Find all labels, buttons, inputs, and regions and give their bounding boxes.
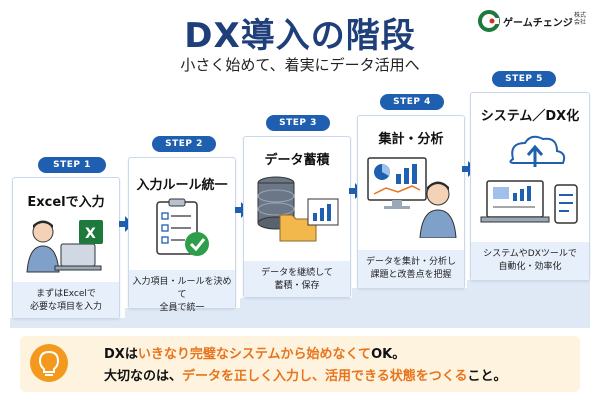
step2-desc-line2: 全員で統一 — [159, 303, 205, 313]
note-line1-part-a: DXは — [104, 347, 138, 362]
stairs-step-2 — [125, 308, 590, 320]
step2-badge: STEP 2 — [152, 136, 216, 152]
note-line1-highlight: いきなり完璧なシステムから始めなくて — [137, 347, 372, 362]
person-laptop-icon: X — [26, 220, 103, 273]
arrow-right-icon — [235, 202, 249, 218]
svg-text:X: X — [85, 226, 96, 242]
company-logo-text: ゲームチェンジ — [503, 18, 573, 29]
step5-desc-line2: 自動化・効率化 — [498, 262, 562, 272]
note-box — [20, 336, 580, 392]
step3-badge: STEP 3 — [266, 115, 330, 131]
step5-title: システム／DX化 — [480, 109, 580, 124]
step5-desc: システムやDXツールで 自動化・効率化 — [471, 242, 589, 280]
step4-title: 集計・分析 — [378, 132, 444, 147]
step1-desc-line1: まずはExcelで — [36, 289, 96, 299]
stairs-step-4 — [352, 288, 590, 300]
step5-card: システム／DX化 システムやDXツールで 自動化・効率化 — [470, 92, 590, 281]
step5-badge: STEP 5 — [492, 71, 556, 87]
checklist-icon — [156, 198, 209, 256]
arrow-right-icon — [349, 183, 363, 199]
step4-badge: STEP 4 — [380, 94, 444, 110]
step1-card: Excelで入力 X まずはExcelで 必要な項目を入力 — [12, 177, 120, 319]
analysis-monitor-person-icon — [367, 157, 457, 238]
step5-desc-line1: システムやDXツールで — [483, 249, 577, 259]
page-subtitle: 小さく始めて、着実にデータ活用へ — [180, 56, 420, 74]
company-logo-icon — [478, 10, 500, 32]
cloud-devices-icon — [480, 135, 578, 224]
step1-desc: まずはExcelで 必要な項目を入力 — [13, 282, 119, 318]
step1-desc-line2: 必要な項目を入力 — [29, 302, 102, 312]
step4-card: 集計・分析 データを集計・分析し 課題と改善点を把握 — [357, 115, 465, 289]
stairs-base — [10, 318, 590, 328]
step3-desc-line1: データを継続して — [261, 268, 333, 278]
step2-desc: 入力項目・ルールを決めて 全員で統一 — [129, 270, 235, 313]
step1-badge: STEP 1 — [38, 157, 106, 173]
step4-desc-line1: データを集計・分析し — [365, 257, 456, 267]
step3-desc-line2: 蓄積・保存 — [274, 281, 320, 291]
note-line2-part-c: こと。 — [467, 369, 507, 384]
company-logo-sub: 株式会社 — [574, 12, 587, 26]
stairs-step-5 — [467, 280, 590, 290]
step3-card: データ蓄積 データを継続して 蓄積・保存 — [243, 136, 351, 298]
page-title: DX導入の階段 — [184, 16, 416, 56]
note-line1-part-c: OK。 — [371, 347, 406, 362]
step2-card: 入力ルール統一 入力項目・ルールを決めて 全員で統一 — [128, 157, 236, 313]
note-line1: DXはいきなり完璧なシステムから始めなくてOK。 — [104, 343, 405, 362]
step1-title: Excelで入力 — [27, 195, 105, 210]
step3-desc: データを継続して 蓄積・保存 — [244, 261, 350, 297]
note-line2-highlight: データを正しく入力し、活用できる状態をつくる — [182, 369, 468, 384]
stairs-step-3 — [240, 298, 590, 310]
step2-title: 入力ルール統一 — [136, 178, 228, 193]
arrow-right-icon — [119, 216, 133, 232]
step3-title: データ蓄積 — [264, 153, 330, 168]
database-folder-chart-icon — [257, 176, 339, 242]
step4-desc-line2: 課題と改善点を把握 — [370, 270, 452, 280]
arrow-right-icon — [462, 161, 476, 177]
note-line2: 大切なのは、データを正しく入力し、活用できる状態をつくること。 — [104, 365, 507, 384]
note-line2-part-a: 大切なのは、 — [104, 369, 183, 384]
step2-desc-line1: 入力項目・ルールを決めて — [132, 277, 232, 300]
step4-desc: データを集計・分析し 課題と改善点を把握 — [358, 250, 464, 288]
lightbulb-icon — [30, 344, 68, 382]
